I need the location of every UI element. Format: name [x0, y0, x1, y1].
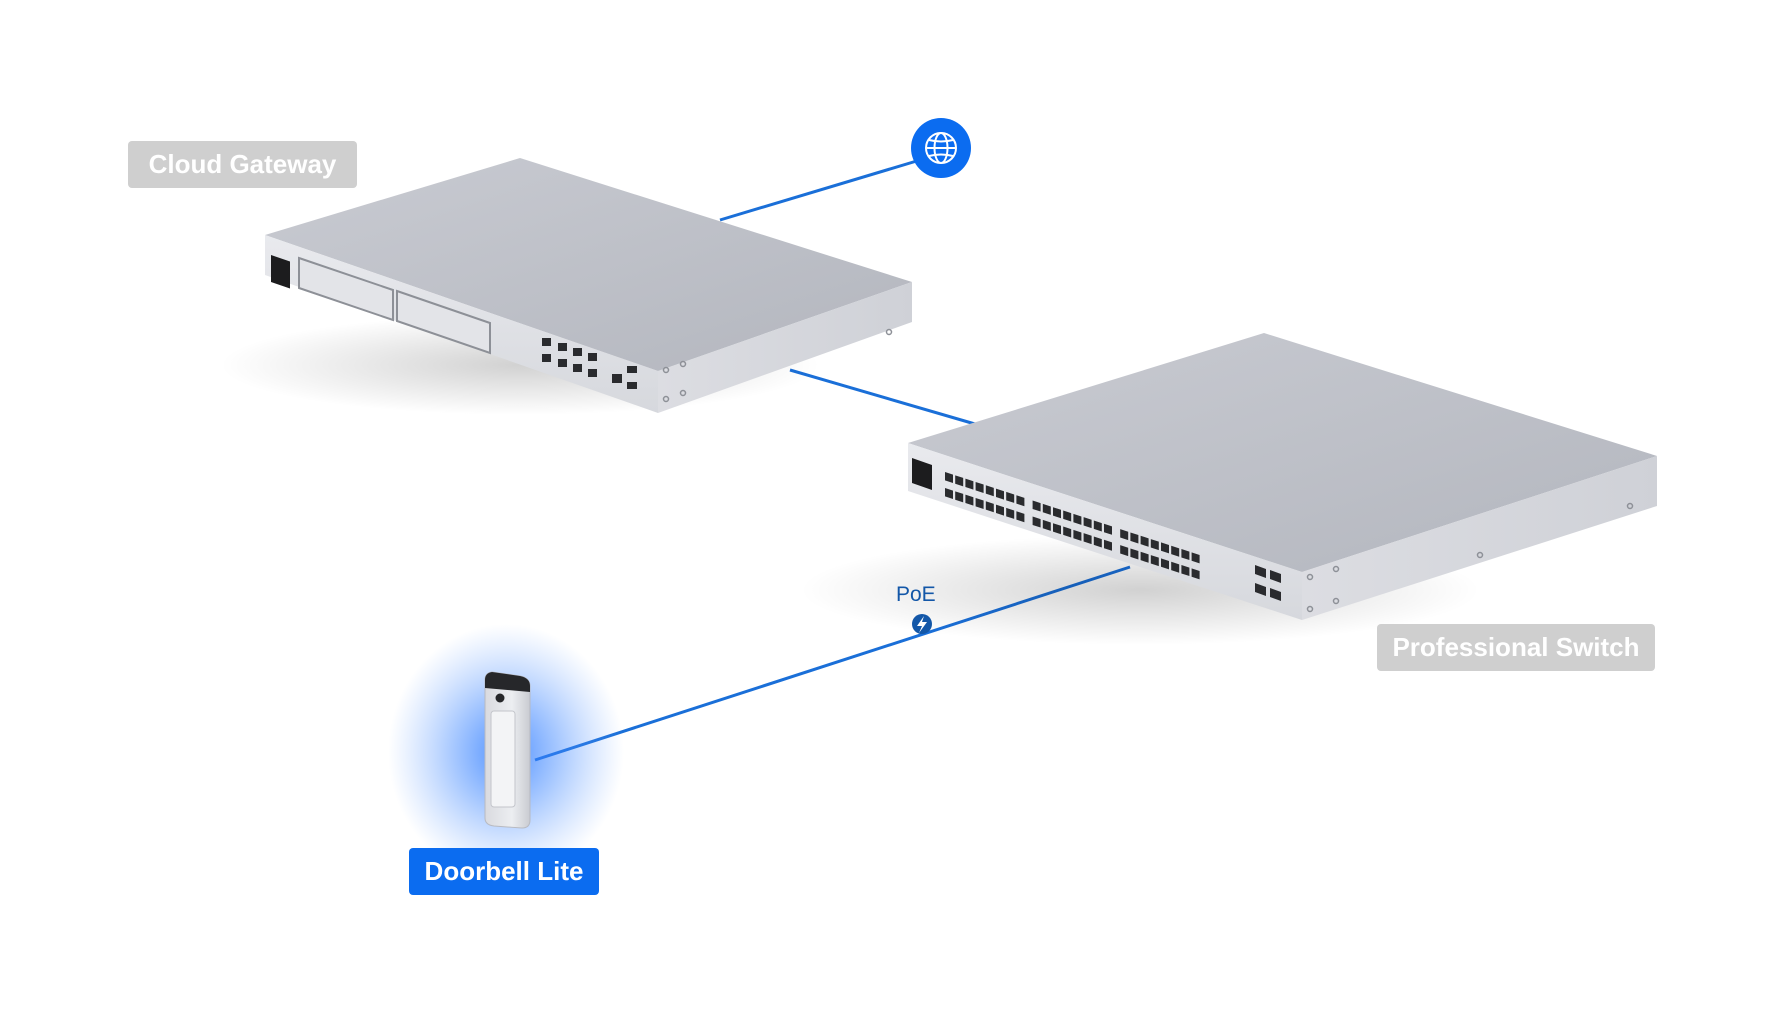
rj45-port: [1120, 545, 1129, 557]
poe-indicator: [912, 614, 932, 634]
rj45-port: [1083, 517, 1092, 529]
rj45-port: [1104, 523, 1112, 535]
rj45-port: [1032, 516, 1041, 528]
rj45-port: [955, 491, 964, 503]
rj45-port: [1016, 495, 1025, 507]
camera-lens: [495, 693, 505, 703]
rj45-port: [996, 504, 1004, 516]
rj45-port: [1006, 491, 1015, 503]
doorbell-lite-device: [388, 624, 624, 880]
rj45-port: [1073, 529, 1082, 541]
rj45-port: [1006, 507, 1015, 519]
rj45-port: [965, 478, 974, 490]
rj45-port: [1150, 555, 1159, 567]
rj45-port: [955, 475, 964, 487]
rj45-port: [1073, 513, 1082, 525]
rj45-port: [1181, 549, 1190, 561]
rj45-port: [1130, 548, 1139, 560]
rj45-port: [1150, 539, 1159, 551]
lightning-bolt-icon: [917, 616, 927, 633]
switch-side: [1302, 456, 1657, 620]
rj45-port: [1053, 507, 1061, 519]
internet-node: [911, 118, 971, 178]
rj45-port: [996, 488, 1004, 500]
rj45-port: [1140, 551, 1149, 563]
rj45-port: [1053, 523, 1061, 535]
rj45-port: [1042, 503, 1051, 515]
link-internet-gateway: [719, 158, 921, 222]
rj45-port: [1171, 545, 1180, 557]
rj45-port: [1181, 565, 1190, 577]
rj45-port: [985, 501, 994, 513]
rj45-port: [1191, 552, 1200, 564]
rj45-port: [1032, 500, 1041, 512]
rj45-port: [985, 485, 994, 497]
rj45-port: [1083, 533, 1092, 545]
doorbell-lite-label: Doorbell Lite: [409, 848, 599, 895]
professional-switch-label: Professional Switch: [1377, 624, 1655, 671]
rj45-port: [965, 494, 974, 506]
switch-sfp-ports: [1255, 565, 1281, 601]
cloud-gateway-device: [220, 158, 912, 415]
rj45-port: [1191, 568, 1200, 580]
gateway-side: [658, 282, 912, 413]
rj45-port: [975, 481, 984, 493]
switch-top: [908, 333, 1657, 572]
rj45-port: [1063, 510, 1072, 522]
globe-icon: [925, 132, 957, 164]
professional-switch-device: [800, 333, 1657, 645]
rj45-port: [1093, 520, 1102, 532]
rj45-port: [1171, 561, 1180, 573]
rj45-port: [1161, 558, 1169, 570]
doorbell-button: [490, 710, 516, 808]
rj45-port: [1120, 529, 1129, 541]
rj45-port: [975, 497, 984, 509]
rj45-port: [1093, 536, 1102, 548]
cloud-gateway-label: Cloud Gateway: [128, 141, 357, 188]
rj45-port: [1063, 526, 1072, 538]
rj45-port: [1130, 532, 1139, 544]
rj45-port: [1042, 519, 1051, 531]
gateway-top: [265, 158, 912, 371]
poe-label: PoE: [896, 583, 936, 606]
rj45-port: [1016, 511, 1025, 523]
rj45-port: [945, 488, 953, 499]
switch-ports: [945, 472, 1200, 580]
rj45-port: [1104, 539, 1112, 551]
rj45-port: [945, 472, 953, 483]
rj45-port: [1140, 535, 1149, 547]
link-gateway-switch: [789, 368, 976, 426]
rj45-port: [1161, 542, 1169, 554]
gateway-ports: [542, 338, 637, 389]
